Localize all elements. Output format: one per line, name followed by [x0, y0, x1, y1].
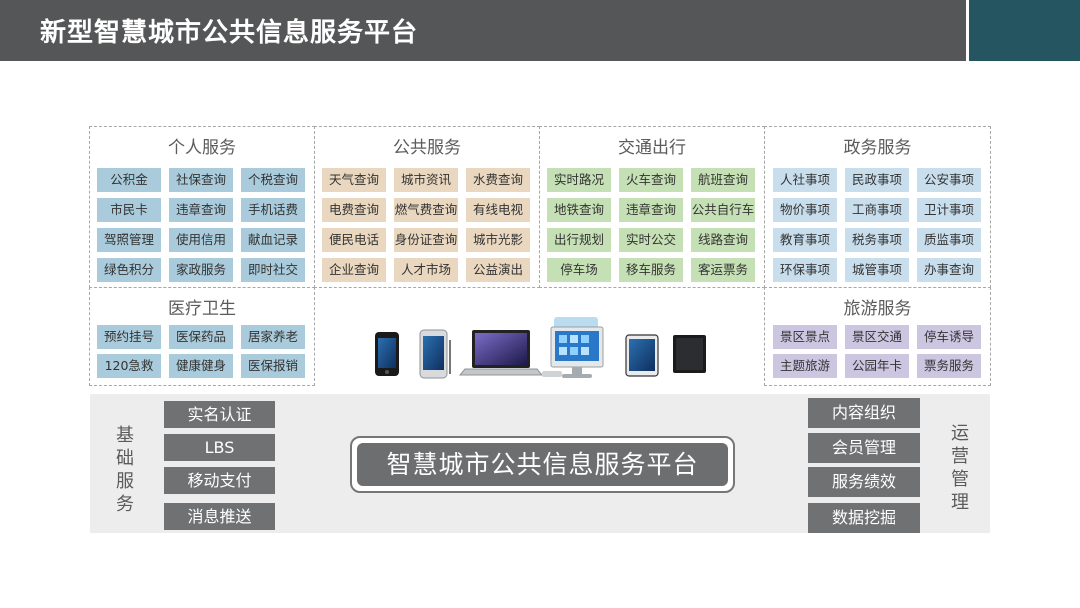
service-item[interactable]: 人社事项 — [773, 168, 837, 192]
section-government: 政务服务 人社事项 民政事项 公安事项 物价事项 工商事项 卫计事项 教育事项 … — [764, 126, 991, 288]
service-item[interactable]: 环保事项 — [773, 258, 837, 282]
platform-title: 智慧城市公共信息服务平台 — [357, 443, 728, 486]
section-title: 交通出行 — [618, 138, 686, 158]
basic-services-label: 基 础 服 务 — [116, 425, 134, 515]
service-item[interactable]: 绿色积分 — [97, 258, 161, 282]
platform-box: 智慧城市公共信息服务平台 — [350, 436, 735, 493]
service-item[interactable]: 实时路况 — [547, 168, 611, 192]
basic-item-payment[interactable]: 移动支付 — [164, 467, 275, 494]
service-item[interactable]: 人才市场 — [394, 258, 458, 282]
service-item[interactable]: 120急救 — [97, 354, 161, 378]
service-item[interactable]: 医保报销 — [241, 354, 305, 378]
service-item[interactable]: 驾照管理 — [97, 228, 161, 252]
section-title: 旅游服务 — [843, 299, 912, 319]
desktop-icon — [542, 317, 604, 378]
ops-item-content[interactable]: 内容组织 — [808, 398, 920, 428]
section-title: 医疗卫生 — [168, 299, 236, 319]
smartphone-icon — [375, 332, 399, 376]
service-item[interactable]: 违章查询 — [169, 198, 233, 222]
service-item[interactable]: 公安事项 — [917, 168, 981, 192]
service-item[interactable]: 个税查询 — [241, 168, 305, 192]
service-item[interactable]: 城管事项 — [845, 258, 909, 282]
service-item[interactable]: 卫计事项 — [917, 198, 981, 222]
service-item[interactable]: 实时公交 — [619, 228, 683, 252]
section-public: 公共服务 天气查询 城市资讯 水费查询 电费查询 燃气费查询 有线电视 便民电话… — [314, 126, 540, 288]
service-item[interactable]: 燃气费查询 — [394, 198, 458, 222]
header-bar: 新型智慧城市公共信息服务平台 — [0, 0, 966, 61]
section-traffic: 交通出行 实时路况 火车查询 航班查询 地铁查询 违章查询 公共自行车 出行规划… — [539, 126, 765, 288]
service-item[interactable]: 企业查询 — [322, 258, 386, 282]
section-medical: 医疗卫生 预约挂号 医保药品 居家养老 120急救 健康健身 医保报销 — [89, 287, 315, 386]
tablet-dark-icon — [673, 335, 706, 373]
service-item[interactable]: 停车场 — [547, 258, 611, 282]
service-item[interactable]: 有线电视 — [466, 198, 530, 222]
service-item[interactable]: 市民卡 — [97, 198, 161, 222]
basic-item-lbs[interactable]: LBS — [164, 434, 275, 461]
service-item[interactable]: 质监事项 — [917, 228, 981, 252]
service-item[interactable]: 电费查询 — [322, 198, 386, 222]
service-item[interactable]: 家政服务 — [169, 258, 233, 282]
service-item[interactable]: 城市光影 — [466, 228, 530, 252]
service-item[interactable]: 违章查询 — [619, 198, 683, 222]
service-item[interactable]: 票务服务 — [917, 354, 981, 378]
service-item[interactable]: 城市资讯 — [394, 168, 458, 192]
service-item[interactable]: 地铁查询 — [547, 198, 611, 222]
service-item[interactable]: 停车诱导 — [917, 325, 981, 349]
service-item[interactable]: 献血记录 — [241, 228, 305, 252]
service-item[interactable]: 景区交通 — [845, 325, 909, 349]
service-item[interactable]: 公共自行车 — [691, 198, 755, 222]
service-item[interactable]: 民政事项 — [845, 168, 909, 192]
service-item[interactable]: 预约挂号 — [97, 325, 161, 349]
service-item[interactable]: 火车查询 — [619, 168, 683, 192]
service-item[interactable]: 物价事项 — [773, 198, 837, 222]
header-accent — [969, 0, 1080, 61]
operation-label: 运 营 管 理 — [951, 423, 969, 513]
service-item[interactable]: 航班查询 — [691, 168, 755, 192]
basic-item-push[interactable]: 消息推送 — [164, 503, 275, 530]
service-item[interactable]: 身份证查询 — [394, 228, 458, 252]
service-item[interactable]: 公园年卡 — [845, 354, 909, 378]
service-item[interactable]: 税务事项 — [845, 228, 909, 252]
service-item[interactable]: 办事查询 — [917, 258, 981, 282]
ops-item-members[interactable]: 会员管理 — [808, 433, 920, 463]
service-item[interactable]: 出行规划 — [547, 228, 611, 252]
service-item[interactable]: 主题旅游 — [773, 354, 837, 378]
section-title: 公共服务 — [393, 138, 461, 158]
service-item[interactable]: 线路查询 — [691, 228, 755, 252]
service-item[interactable]: 移车服务 — [619, 258, 683, 282]
service-item[interactable]: 公益演出 — [466, 258, 530, 282]
section-personal: 个人服务 公积金 社保查询 个税查询 市民卡 违章查询 手机话费 驾照管理 使用… — [89, 126, 315, 288]
basic-item-realname[interactable]: 实名认证 — [164, 401, 275, 428]
service-item[interactable]: 健康健身 — [169, 354, 233, 378]
service-item[interactable]: 便民电话 — [322, 228, 386, 252]
tablet-icon — [625, 334, 659, 377]
service-item[interactable]: 工商事项 — [845, 198, 909, 222]
section-travel: 旅游服务 景区景点 景区交通 停车诱导 主题旅游 公园年卡 票务服务 — [764, 287, 991, 386]
service-item[interactable]: 即时社交 — [241, 258, 305, 282]
section-title: 个人服务 — [168, 138, 236, 158]
service-item[interactable]: 教育事项 — [773, 228, 837, 252]
ops-item-performance[interactable]: 服务绩效 — [808, 467, 920, 497]
page-title: 新型智慧城市公共信息服务平台 — [40, 18, 419, 48]
service-item[interactable]: 景区景点 — [773, 325, 837, 349]
service-item[interactable]: 天气查询 — [322, 168, 386, 192]
phablet-icon — [419, 329, 451, 379]
service-item[interactable]: 医保药品 — [169, 325, 233, 349]
laptop-icon — [458, 330, 544, 376]
service-item[interactable]: 居家养老 — [241, 325, 305, 349]
service-item[interactable]: 客运票务 — [691, 258, 755, 282]
service-item[interactable]: 手机话费 — [241, 198, 305, 222]
ops-item-datamining[interactable]: 数据挖掘 — [808, 503, 920, 533]
section-title: 政务服务 — [843, 138, 912, 158]
device-illustration — [375, 317, 706, 379]
service-item[interactable]: 公积金 — [97, 168, 161, 192]
service-item[interactable]: 社保查询 — [169, 168, 233, 192]
service-item[interactable]: 使用信用 — [169, 228, 233, 252]
service-item[interactable]: 水费查询 — [466, 168, 530, 192]
